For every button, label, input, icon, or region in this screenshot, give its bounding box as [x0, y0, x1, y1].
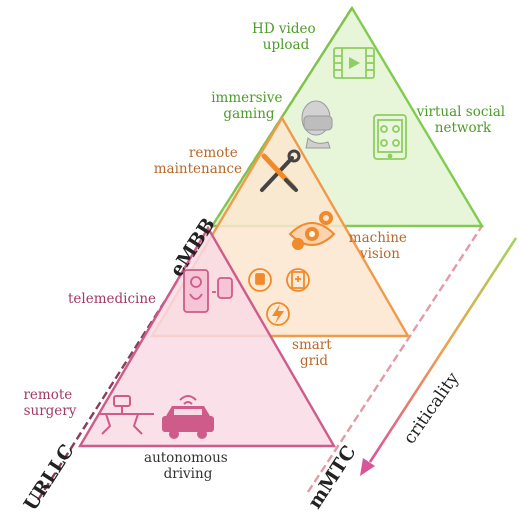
hd-video-label: HD video upload [252, 21, 320, 53]
plug-battery-bolt-icon [248, 268, 310, 326]
smart-grid-label: smart grid [292, 337, 336, 369]
autonomous-driving-label: autonomous driving [144, 450, 232, 482]
gear-eye-icon [288, 211, 336, 250]
robot-arm-icon [98, 395, 154, 435]
video-play-icon [333, 47, 375, 79]
criticality-arrow-line [368, 237, 518, 463]
remote-maintenance-label: remote maintenance [154, 145, 242, 177]
car-signal-icon [162, 395, 214, 439]
immersive-gaming-label: immersive gaming [211, 90, 287, 122]
virtual-social-label: virtual social network [416, 104, 510, 136]
mmtc-axis-line [306, 225, 484, 493]
mmtc-label: mMTC [304, 442, 361, 513]
urllc-triangle [77, 225, 337, 448]
criticality-arrow-head [360, 458, 375, 476]
wrench-screwdriver-icon [260, 149, 301, 192]
vr-headset-icon [301, 100, 333, 149]
phone-watch-icon [183, 269, 233, 313]
urllc-label: URLLC [20, 441, 79, 515]
machine-vision-label: machine vision [349, 230, 411, 262]
criticality-label: criticality [400, 369, 464, 448]
remote-surgery-label: remote surgery [23, 387, 76, 419]
telemedicine-label: telemedicine [68, 291, 156, 307]
tablet-users-icon [373, 114, 407, 160]
